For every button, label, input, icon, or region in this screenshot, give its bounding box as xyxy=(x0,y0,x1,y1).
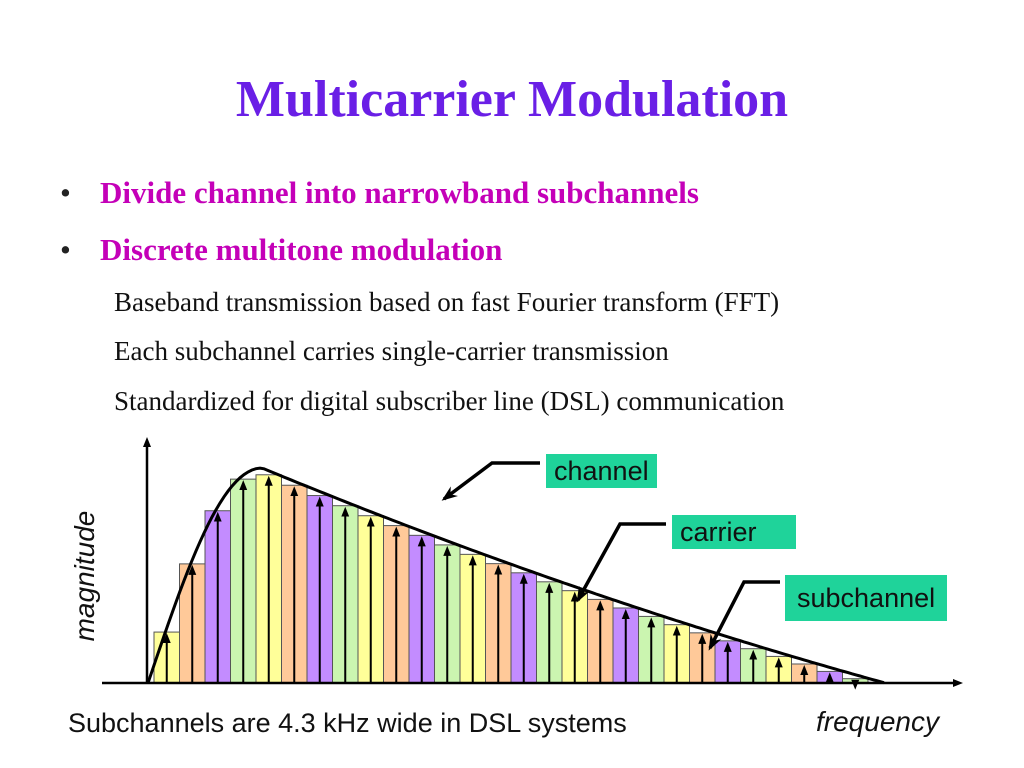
carrier-arrows xyxy=(162,475,860,690)
x-axis-label: frequency xyxy=(816,706,939,737)
sub-bullet: Baseband transmission based on fast Four… xyxy=(114,287,780,317)
bullet-text: Discrete multitone modulation xyxy=(100,232,503,267)
subchannel-pointer-arrow xyxy=(708,580,780,651)
diagram-caption: Subchannels are 4.3 kHz wide in DSL syst… xyxy=(68,708,627,738)
y-axis-label: magnitude xyxy=(69,510,100,642)
carrier-label: carrier xyxy=(672,515,796,549)
channel-envelope-curve xyxy=(146,466,885,685)
bullet-text: Divide channel into narrowband subchanne… xyxy=(100,175,699,210)
bullet-item: • Divide channel into narrowband subchann… xyxy=(60,175,699,211)
bullet-item: • Discrete multitone modulation xyxy=(60,232,502,268)
bullet-dot-icon: • xyxy=(60,175,71,210)
sub-bullet: Standardized for digital subscriber line… xyxy=(114,386,785,416)
carrier-pointer-arrow xyxy=(576,522,666,603)
subchannel-bars xyxy=(153,474,869,684)
channel-label: channel xyxy=(546,454,657,488)
sub-bullet: Each subchannel carries single-carrier t… xyxy=(114,336,669,366)
page-title: Multicarrier Modulation xyxy=(235,71,789,128)
bullet-dot-icon: • xyxy=(60,232,71,267)
channel-pointer-arrow xyxy=(441,461,540,501)
subchannel-label: subchannel xyxy=(785,575,948,621)
